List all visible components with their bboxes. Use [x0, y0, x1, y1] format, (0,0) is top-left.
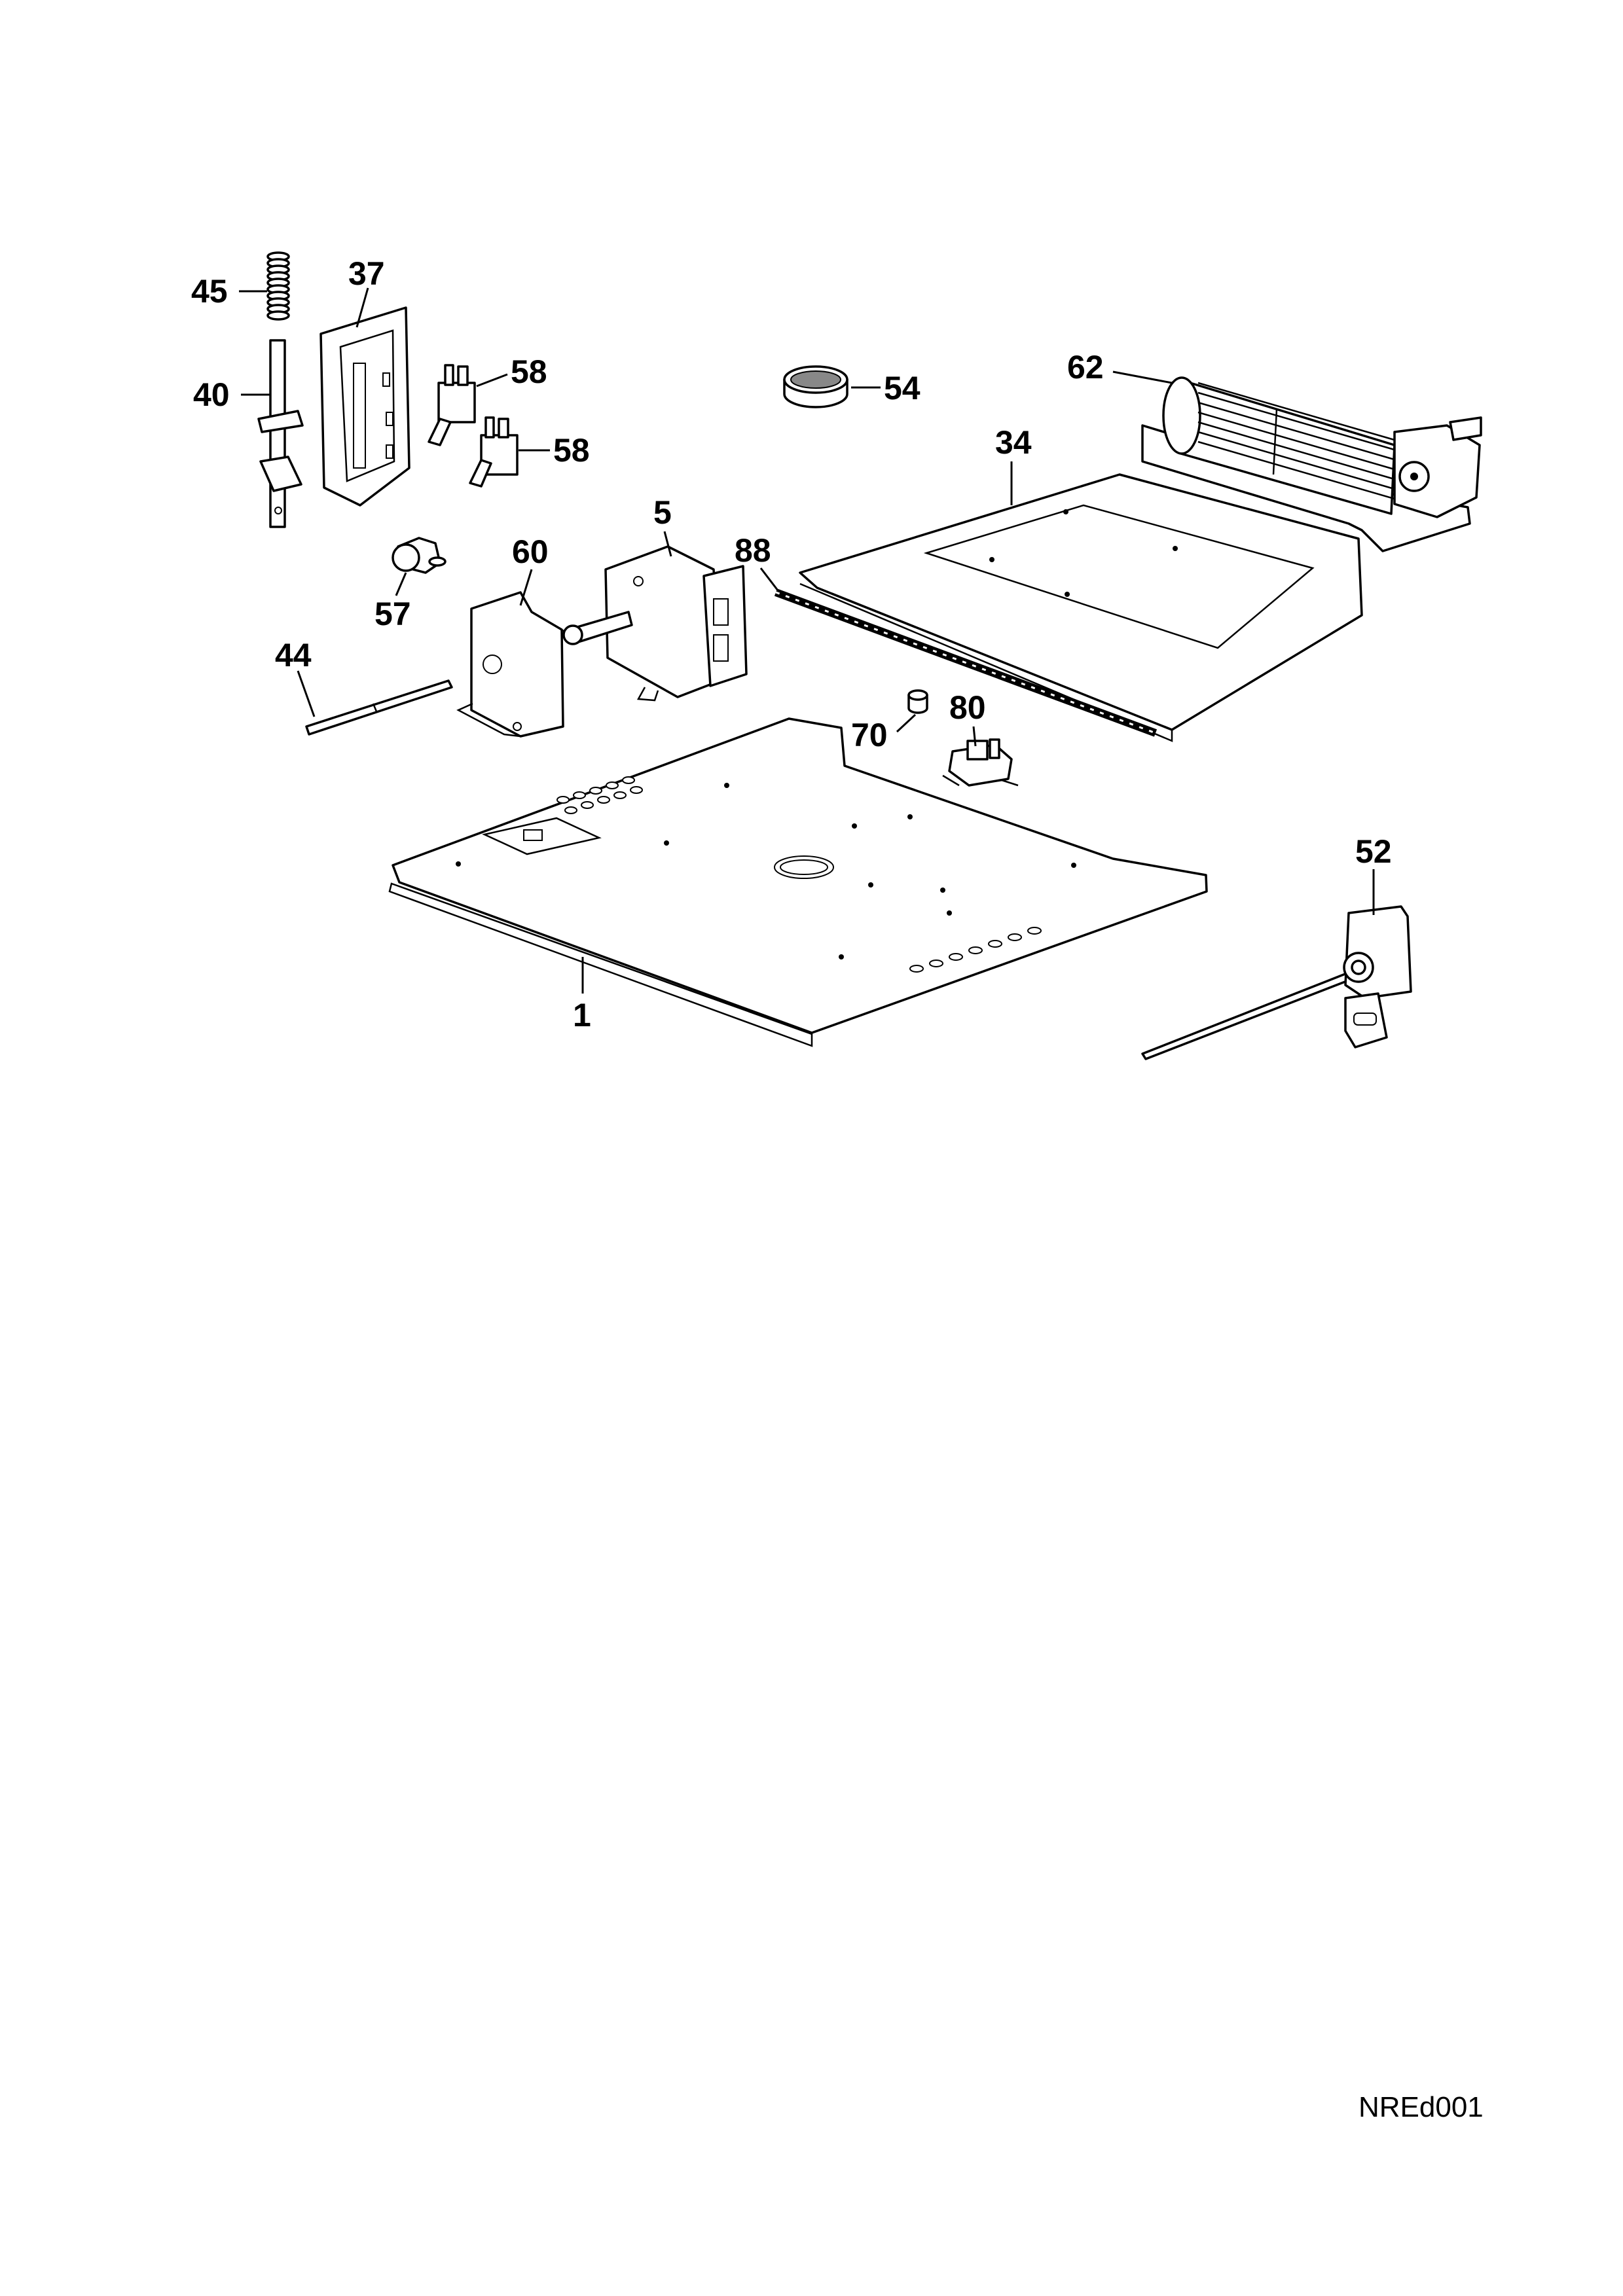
leader-58a	[476, 373, 508, 387]
part-40-actuator-rod	[257, 339, 304, 528]
drawing-code: NREd001	[1359, 2091, 1484, 2123]
part-37-switch-housing	[319, 306, 410, 507]
part-58-microswitch-lower	[469, 416, 519, 488]
part-62-tangential-fan	[1141, 376, 1482, 552]
part-80-thermostat	[942, 738, 1019, 787]
callout-58a: 58	[511, 353, 547, 390]
part-58-microswitch-upper	[428, 364, 476, 446]
part-60-mounting-bracket	[456, 591, 574, 738]
part-54-round-filter	[783, 365, 848, 408]
callout-88: 88	[735, 532, 771, 569]
part-1-base-plate	[388, 717, 1208, 1047]
leader-37	[356, 287, 369, 328]
callout-52: 52	[1355, 833, 1392, 870]
leader-60	[519, 569, 533, 606]
callout-58b: 58	[553, 432, 590, 469]
part-57-indicator-lamp	[392, 537, 447, 574]
part-52-motor	[1141, 905, 1412, 1060]
callout-60: 60	[512, 533, 549, 570]
leader-62	[1112, 370, 1173, 384]
leader-5	[663, 531, 672, 557]
part-44-shaft	[305, 679, 453, 736]
callout-45: 45	[191, 273, 228, 310]
callout-70: 70	[851, 717, 888, 753]
callout-34: 34	[995, 424, 1032, 461]
callout-57: 57	[374, 596, 411, 632]
leader-44	[297, 670, 316, 717]
callout-40: 40	[193, 376, 230, 413]
callout-5: 5	[653, 494, 672, 531]
callout-37: 37	[348, 255, 385, 292]
part-88-seal-strip	[774, 588, 1158, 737]
leader-57	[395, 572, 407, 596]
base-plate-holes	[456, 776, 1076, 973]
part-34-top-panel	[799, 473, 1363, 742]
leader-88	[759, 567, 779, 591]
callout-54: 54	[884, 370, 921, 406]
part-5-control-module	[562, 545, 748, 702]
callout-1: 1	[573, 997, 591, 1033]
leader-70	[896, 713, 917, 733]
leader-80	[972, 726, 977, 747]
fan-blades	[1197, 382, 1402, 502]
callout-62: 62	[1067, 349, 1104, 386]
callout-44: 44	[275, 637, 312, 673]
part-70-cap	[907, 689, 928, 714]
part-45-spring	[266, 251, 290, 321]
callout-80: 80	[949, 689, 986, 726]
